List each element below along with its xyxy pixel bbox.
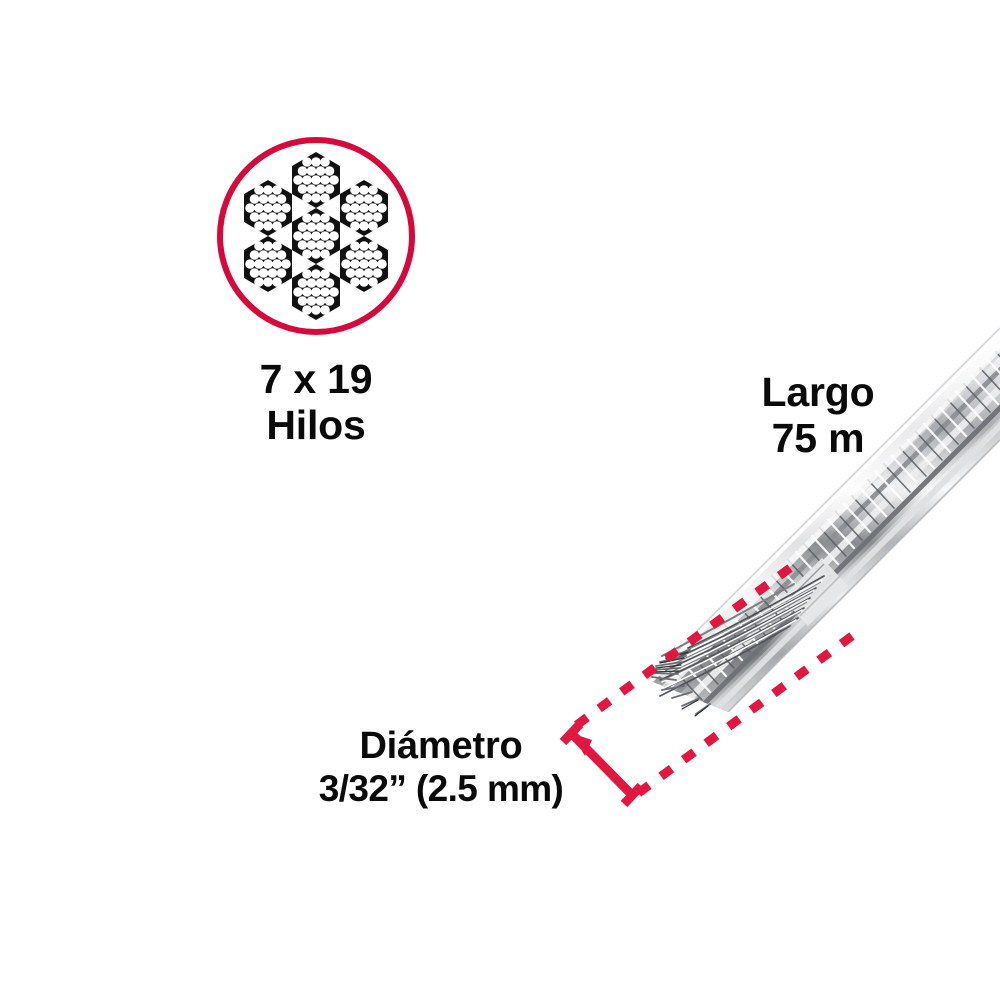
cross-section-outline-circle (217, 137, 415, 335)
length-label-line1: Largo (761, 369, 875, 415)
diameter-label: Diámetro 3/32” (2.5 mm) (276, 725, 606, 809)
length-label: Largo 75 m (698, 369, 938, 462)
diameter-guide-line-upper (567, 564, 793, 734)
strands-label: 7 x 19 Hilos (196, 356, 436, 449)
wire-rope-cross-section-icon (217, 137, 415, 335)
strands-label-line1: 7 x 19 (259, 356, 373, 402)
rope-collar (782, 558, 848, 626)
length-label-line2: 75 m (771, 414, 865, 461)
diameter-dimension-line (559, 720, 645, 808)
diameter-guide-line-lower (630, 632, 855, 801)
strands-label-line2: Hilos (266, 401, 366, 448)
diameter-label-line1: Diámetro (359, 725, 523, 767)
diameter-label-line2: 3/32” (2.5 mm) (318, 767, 564, 809)
strand-cluster (244, 152, 388, 320)
rope-frayed-end (651, 575, 825, 717)
